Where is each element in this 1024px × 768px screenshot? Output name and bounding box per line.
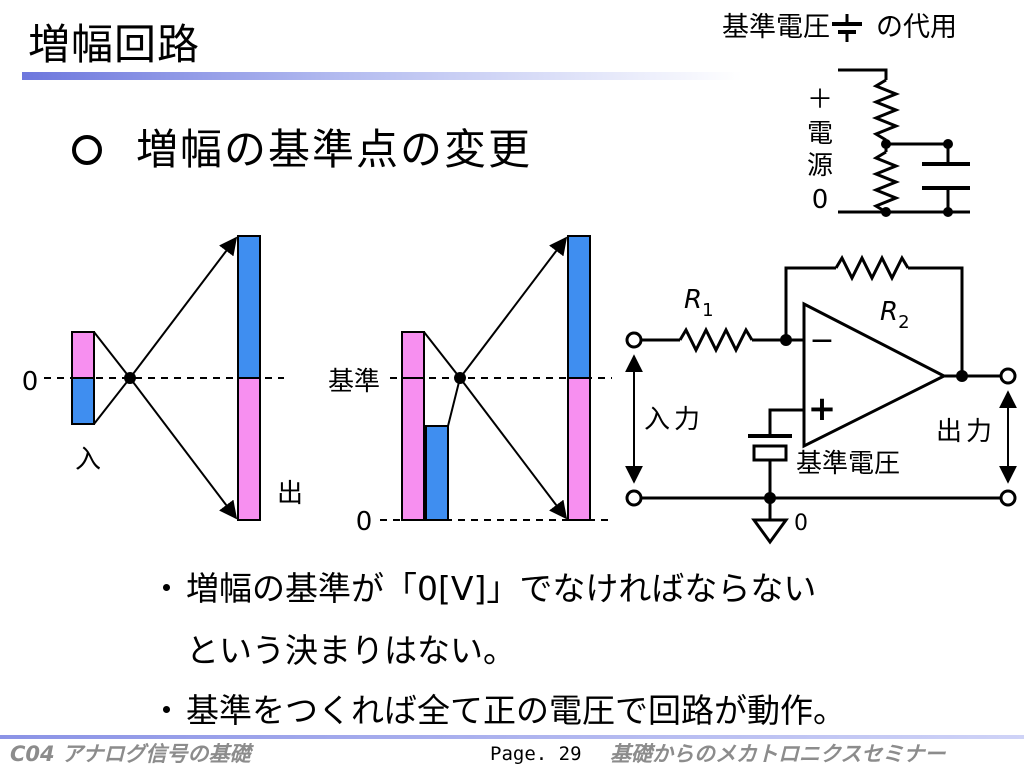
pivot-point — [124, 372, 136, 384]
upper-resistor-icon — [871, 78, 901, 142]
input-bar-negative — [71, 377, 95, 425]
bullet-marker: ・ — [150, 691, 183, 730]
input-bar-signal — [425, 425, 449, 521]
output-terminal — [999, 367, 1017, 385]
mid-zero-label: 0 — [356, 507, 373, 537]
footer-seminar: 基礎からのメカトロニクスセミナー — [610, 742, 946, 766]
output-bar-negative — [237, 377, 261, 521]
ground-symbol-icon — [751, 518, 789, 545]
r2-label: R2 — [880, 297, 910, 333]
left-zero-label: 0 — [22, 367, 39, 397]
input-terminal — [625, 331, 643, 349]
input-label: 入力 — [644, 405, 704, 435]
tap-node — [881, 139, 891, 149]
input-bar-above-ref — [401, 331, 425, 379]
ground-end-node — [881, 207, 891, 217]
supply-label-1: 電 — [807, 119, 833, 149]
opamp-triangle-icon — [802, 301, 948, 449]
output-node — [956, 370, 968, 382]
diagram-zero-reference: 0 入 出 — [22, 235, 303, 521]
divider-substitute-circuit: ＋ 電 源 0 — [807, 68, 970, 217]
reference-substitute-text-after: の代用 — [876, 12, 957, 43]
r2-resistor-icon — [834, 254, 910, 282]
left-input-label: 入 — [75, 445, 101, 475]
input-bar-positive — [71, 331, 95, 379]
supply-zero-label: 0 — [812, 185, 829, 215]
mid-pivot-point — [454, 372, 466, 384]
output-ground-terminal — [999, 489, 1017, 507]
supply-plus-label: ＋ — [807, 85, 833, 115]
circle-marker-icon — [72, 135, 102, 165]
reference-substitute-text-before: 基準電圧 — [722, 12, 830, 43]
footer-course: C04 アナログ信号の基礎 — [10, 742, 251, 766]
reference-substitute-heading: 基準電圧 の代用 — [722, 8, 957, 48]
mid-output-bar-top — [567, 235, 591, 379]
lower-resistor-icon — [871, 150, 901, 214]
bullet-2-line-1: 基準をつくれば全て正の電圧で回路が動作。 — [186, 691, 846, 730]
footer: C04 アナログ信号の基礎 Page. 29 基礎からのメカトロニクスセミナー — [0, 740, 1024, 768]
reference-voltage-label: 基準電圧 — [796, 449, 900, 479]
input-bar-below-ref — [401, 377, 425, 521]
minus-input-label: − — [809, 323, 834, 358]
plus-input-label: + — [808, 389, 837, 429]
section-subtitle-text: 増幅の基準点の変更 — [136, 125, 533, 174]
opamp-circuit: − + R1 R2 入力 出力 基準電圧 0 — [625, 254, 1017, 545]
output-bar-positive — [237, 235, 261, 379]
ref-battery-body — [752, 444, 788, 462]
supply-label-2: 源 — [807, 151, 833, 181]
bullet-item-1: ・ 増幅の基準が「0[V]」でなければならない という決まりはない。 — [150, 566, 1010, 674]
mid-output-bar-bottom — [567, 377, 591, 521]
bullet-list: ・ 増幅の基準が「0[V]」でなければならない という決まりはない。 ・ 基準を… — [150, 566, 1010, 734]
bullet-item-2: ・ 基準をつくれば全て正の電圧で回路が動作。 — [150, 688, 1010, 734]
footer-page-number: Page. 29 — [490, 743, 582, 765]
battery-symbol-icon — [832, 14, 862, 42]
input-ground-terminal — [625, 489, 643, 507]
section-subtitle: 増幅の基準点の変更 — [72, 122, 532, 178]
bullet-marker: ・ — [150, 569, 183, 608]
output-label: 出力 — [936, 417, 996, 447]
diagram-shifted-reference: 基準 0 — [328, 235, 612, 537]
mid-reference-label: 基準 — [328, 367, 380, 397]
r1-resistor-icon — [678, 326, 754, 354]
bullet-1-line-1: 増幅の基準が「0[V]」でなければならない — [186, 569, 817, 608]
title-underline — [22, 72, 742, 80]
ground-zero-label: 0 — [794, 511, 808, 536]
page-title: 増幅回路 — [28, 20, 201, 69]
footer-rule — [0, 735, 1024, 739]
bullet-1-line-2: という決まりはない。 — [186, 631, 516, 670]
r1-label: R1 — [684, 285, 714, 321]
left-output-label: 出 — [277, 479, 303, 509]
